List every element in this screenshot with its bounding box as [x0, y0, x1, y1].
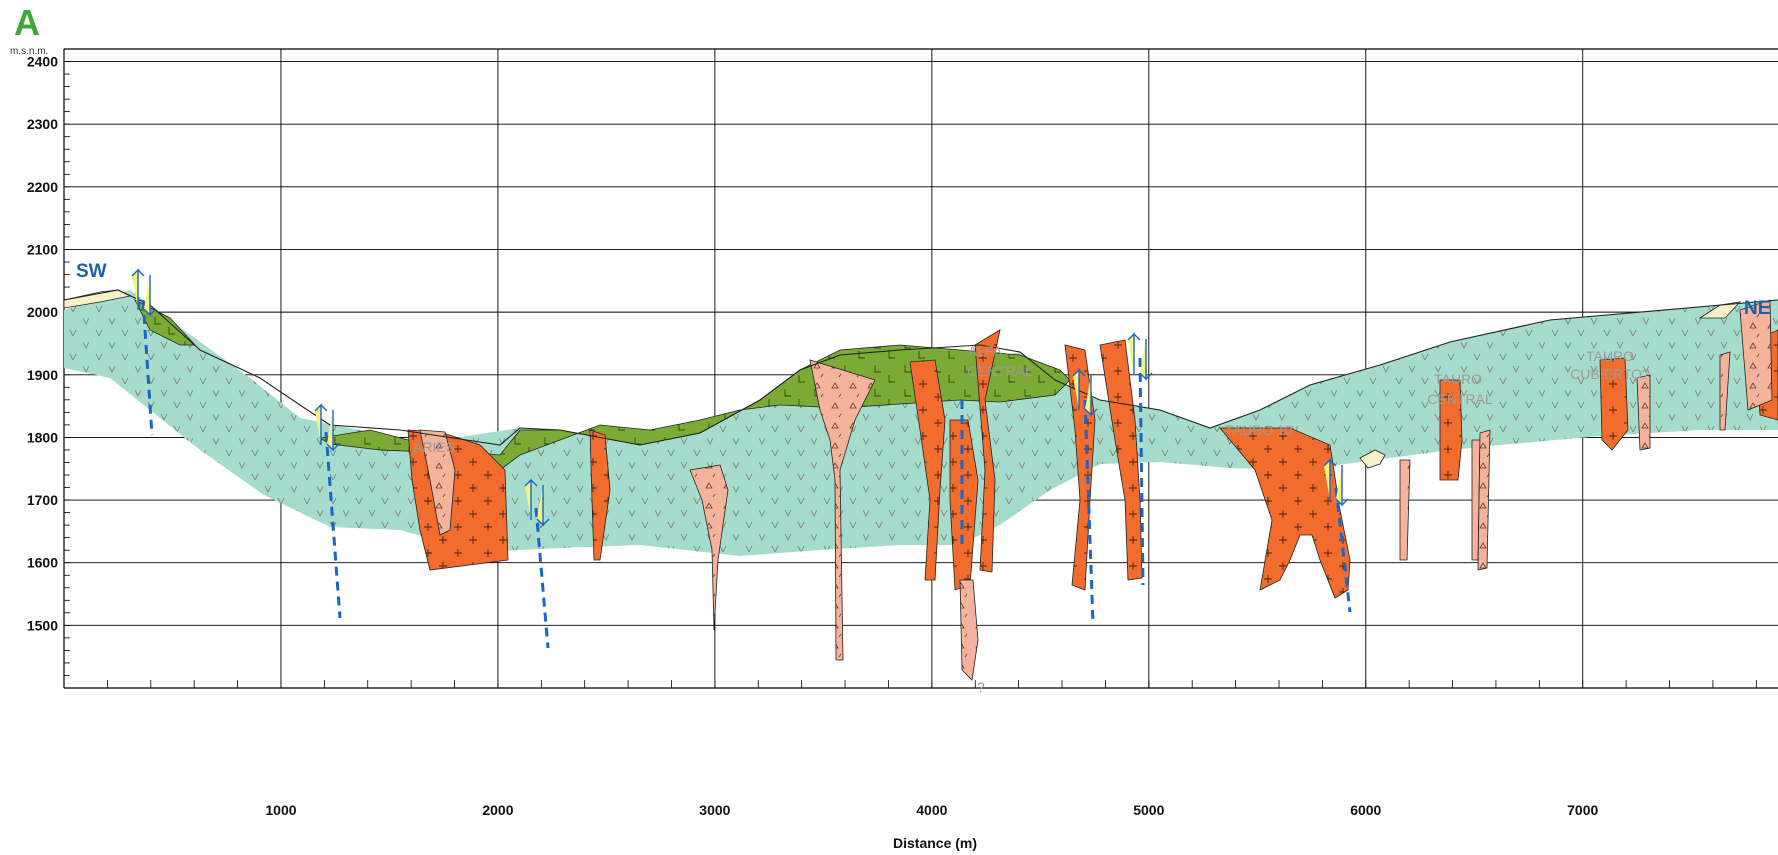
topographic-surface	[64, 289, 1778, 446]
breccia-unit	[959, 579, 979, 681]
y-tick-label: 1600	[27, 555, 58, 571]
cover	[1359, 449, 1386, 469]
breccia-unit	[1719, 351, 1731, 431]
y-tick-label: 2400	[27, 54, 58, 70]
x-tick-label: 2000	[482, 802, 513, 818]
deposit-label-tauro-central-2: CENTRAL	[1427, 391, 1493, 407]
andesite-unit	[318, 344, 1071, 471]
breccia-unit	[1477, 429, 1491, 571]
breccia-unit	[1739, 299, 1773, 411]
y-tick-label: 2100	[27, 241, 58, 257]
intrusive-unit	[1599, 357, 1629, 451]
intrusive-unit	[909, 359, 946, 581]
intrusive-unit	[1439, 379, 1463, 481]
breccia-unit	[419, 429, 456, 536]
deposit-label-tauro-cubierto-2: CUBIERTO?	[1570, 366, 1650, 382]
intrusive-unit	[974, 329, 1001, 573]
geologic-units	[64, 289, 1778, 681]
y-tick-label: 1800	[27, 429, 58, 445]
breccia-unit	[1399, 459, 1411, 561]
panel-letter: A	[14, 2, 40, 43]
y-tick-label: 2000	[27, 304, 58, 320]
breccia-unit	[809, 359, 876, 661]
axes-frame	[63, 48, 1778, 689]
y-tick-label: 1700	[27, 492, 58, 508]
y-axis-unit: m.s.n.m.	[10, 46, 49, 57]
y-tick-label: 2200	[27, 179, 58, 195]
direction-label-ne: NE	[1744, 298, 1770, 319]
intrusive-unit	[1099, 339, 1143, 581]
y-tick-label: 1900	[27, 367, 58, 383]
breccia-unit	[689, 464, 729, 631]
intrusive-unit	[1219, 427, 1351, 599]
y-axis-labels: 2400 2300 2200 2100 2000 1900 1800 1700 1600 1500	[27, 54, 58, 634]
deposit-label-tauro-central-1: TAURO	[1434, 371, 1482, 387]
fault-motion-arrows	[131, 268, 1349, 527]
cover	[1698, 301, 1742, 319]
x-tick-label: 4000	[916, 802, 947, 818]
x-axis-labels: 1000 2000 3000 4000 5000 6000 7000	[265, 802, 1598, 818]
question-mark: ?	[977, 679, 985, 695]
x-tick-label: 5000	[1133, 802, 1164, 818]
deposit-label-tauro-10: TAURO 10	[1225, 422, 1293, 438]
deposit-label-aries: ARIES	[413, 439, 455, 455]
x-axis-title: Distance (m)	[893, 835, 978, 851]
deposit-label-tauro-cubierto-1: TAURO	[1586, 348, 1634, 364]
x-tick-label: 1000	[265, 802, 296, 818]
intrusive-unit	[589, 429, 611, 561]
x-tick-label: 3000	[699, 802, 730, 818]
x-tick-label: 6000	[1350, 802, 1381, 818]
deposit-label-alfa-central-1: ALFA	[968, 343, 1003, 359]
y-tick-label: 2300	[27, 116, 58, 132]
faults	[141, 299, 1352, 649]
deposit-label-alfa-central-2: CENTRAL	[967, 363, 1033, 379]
direction-label-sw: SW	[76, 261, 107, 282]
minor-ticks	[64, 48, 1757, 688]
y-tick-label: 1500	[27, 617, 58, 633]
breccia-unit	[1636, 374, 1651, 451]
x-tick-label: 7000	[1567, 802, 1598, 818]
